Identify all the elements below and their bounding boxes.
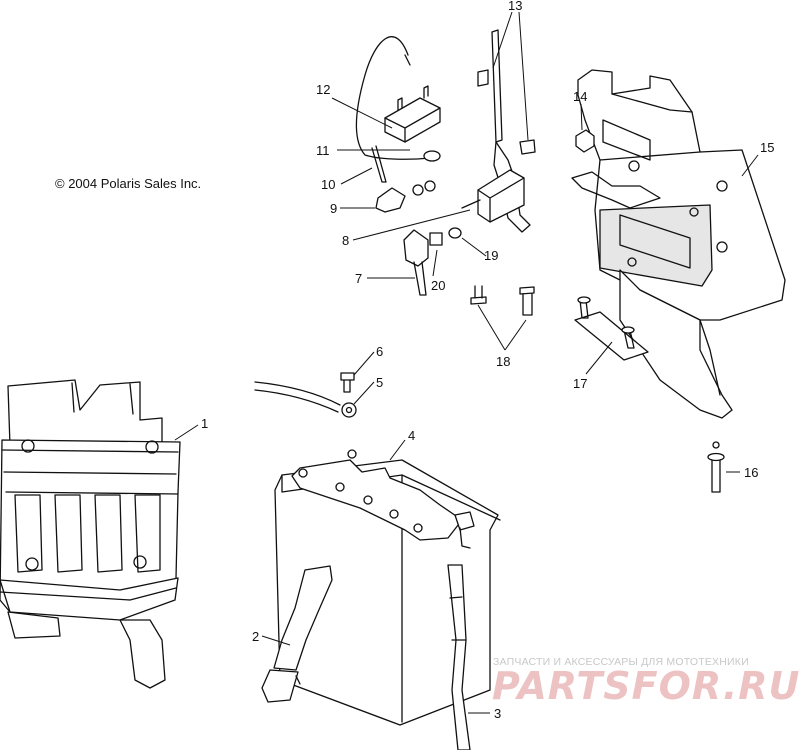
nut[interactable] xyxy=(575,129,595,153)
callout-14: 14 xyxy=(573,89,587,104)
callout-3: 3 xyxy=(494,706,501,721)
bolt[interactable] xyxy=(340,372,355,393)
callout-16: 16 xyxy=(744,465,758,480)
callout-8: 8 xyxy=(342,233,349,248)
cable-boot[interactable] xyxy=(371,145,436,213)
callout-4: 4 xyxy=(408,428,415,443)
pin[interactable] xyxy=(707,441,725,493)
battery-bracket[interactable] xyxy=(571,69,786,419)
callout-19: 19 xyxy=(484,248,498,263)
callout-5: 5 xyxy=(376,375,383,390)
callout-17: 17 xyxy=(573,376,587,391)
battery[interactable] xyxy=(274,449,501,726)
callout-6: 6 xyxy=(376,344,383,359)
watermark-tagline: ЗАПЧАСТИ И АКСЕССУАРЫ ДЛЯ МОТОТЕХНИКИ xyxy=(493,656,749,668)
copyright-notice: © 2004 Polaris Sales Inc. xyxy=(55,176,202,191)
callout-1: 1 xyxy=(201,416,208,431)
callout-10: 10 xyxy=(321,177,335,192)
battery-cable[interactable] xyxy=(254,381,357,418)
callout-12: 12 xyxy=(316,82,330,97)
bolts-pair[interactable] xyxy=(470,285,535,316)
relay[interactable] xyxy=(355,36,441,162)
solenoid-bracket[interactable] xyxy=(461,29,536,233)
cable-boot-lower[interactable] xyxy=(403,227,462,296)
callout-9: 9 xyxy=(330,201,337,216)
callout-7: 7 xyxy=(355,271,362,286)
watermark-logo: PARTSFOR.RU xyxy=(492,664,800,708)
callout-18: 18 xyxy=(496,354,510,369)
callout-13: 13 xyxy=(508,0,522,13)
callout-2: 2 xyxy=(252,629,259,644)
vent-tube[interactable] xyxy=(447,564,471,750)
callout-20: 20 xyxy=(431,278,445,293)
callout-15: 15 xyxy=(760,140,774,155)
mounting-plate[interactable] xyxy=(574,296,649,361)
callout-labels: 1 2 3 4 5 6 7 8 9 10 11 12 13 14 15 16 1… xyxy=(201,0,774,721)
battery-box[interactable] xyxy=(0,379,181,689)
callout-11: 11 xyxy=(316,143,330,158)
leader-lines xyxy=(174,11,759,714)
